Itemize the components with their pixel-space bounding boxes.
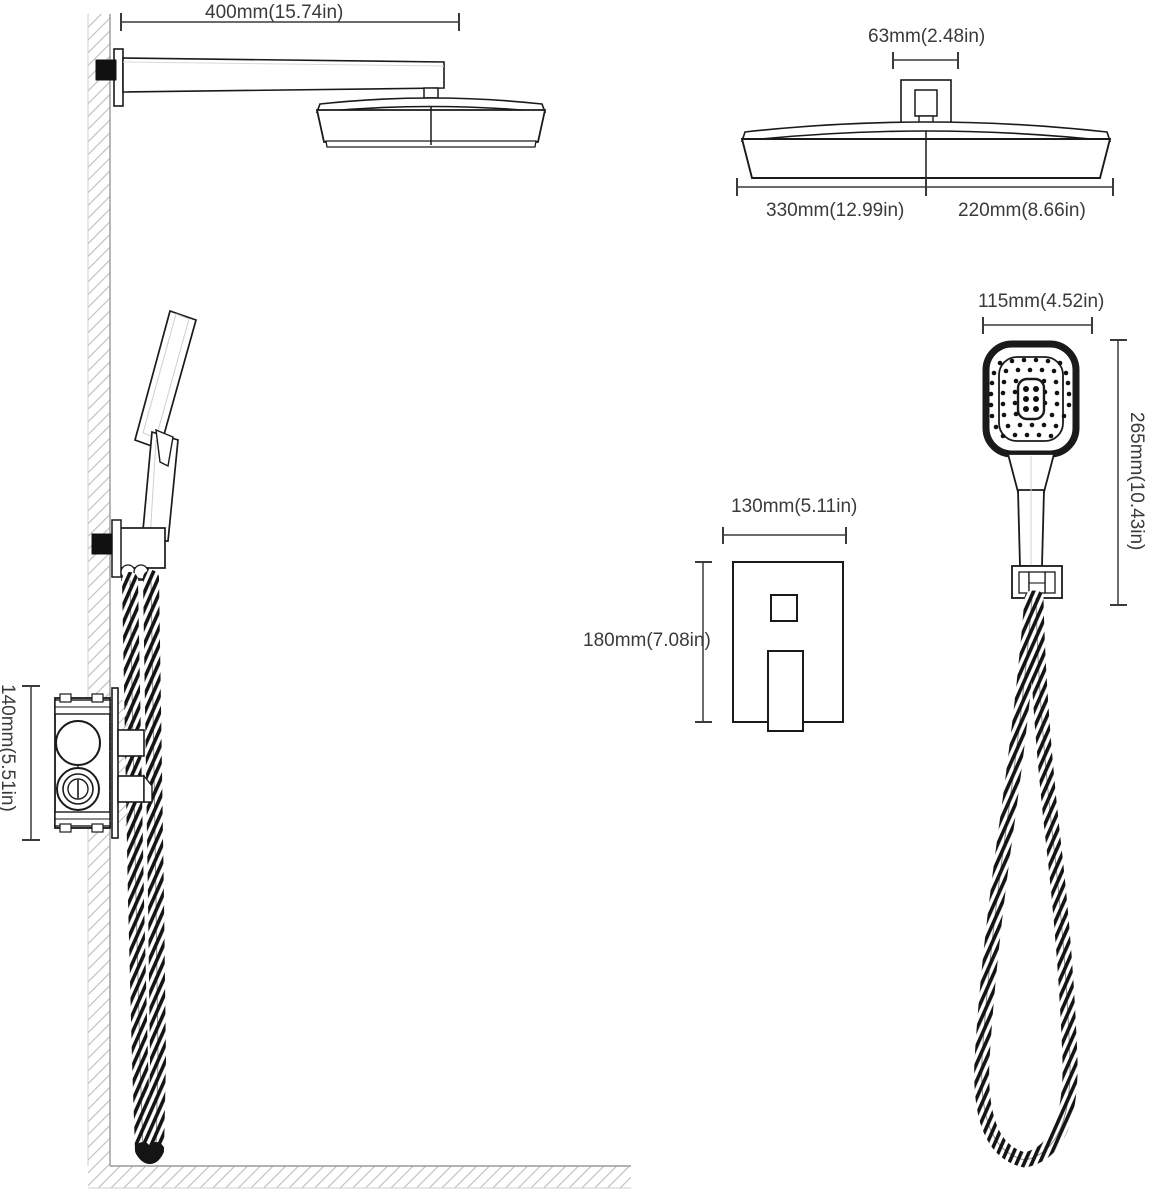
dimension-valve-height: [22, 685, 40, 841]
shower-arm-assembly: [95, 48, 445, 143]
dimension-trim-height: [695, 561, 712, 723]
dim-label-trim-width: 130mm(5.11in): [731, 496, 858, 517]
dim-label-head-mount-width: 63mm(2.48in): [868, 26, 986, 47]
dim-label-handheld-height: 265mm(10.43in): [1126, 412, 1147, 551]
dimension-handheld-width: [982, 317, 1093, 334]
dim-label-head-width-right: 220mm(8.66in): [958, 200, 1086, 221]
dim-label-trim-height: 180mm(7.08in): [583, 630, 711, 651]
handheld-in-holder: [91, 309, 198, 581]
diverter-button: [770, 594, 798, 622]
handheld-front-view: [982, 340, 1080, 599]
dimension-head-mount-width: [892, 52, 959, 69]
dimension-head-widths: [736, 178, 1114, 196]
installed-hose: [122, 570, 167, 1164]
dim-label-head-width-left: 330mm(12.99in): [766, 200, 905, 221]
dim-label-handheld-width: 115mm(4.52in): [978, 291, 1105, 312]
dim-label-valve-height: 140mm(5.51in): [0, 684, 18, 812]
dimension-trim-width: [722, 527, 847, 544]
trim-plate-front-view: [732, 561, 844, 732]
wall-section-hatch: [87, 14, 111, 1166]
dimension-handheld-height: [1110, 339, 1127, 606]
dimension-arm-length: [120, 13, 460, 31]
rain-head-side-profile: [315, 97, 547, 148]
dim-label-arm-length: 400mm(15.74in): [205, 2, 344, 23]
mixer-lever: [767, 650, 804, 732]
rain-head-front-view: [740, 79, 1112, 180]
floor-section-hatch: [88, 1165, 631, 1189]
handheld-hose-loop: [974, 590, 1078, 1168]
valve-body-section: [54, 687, 153, 839]
